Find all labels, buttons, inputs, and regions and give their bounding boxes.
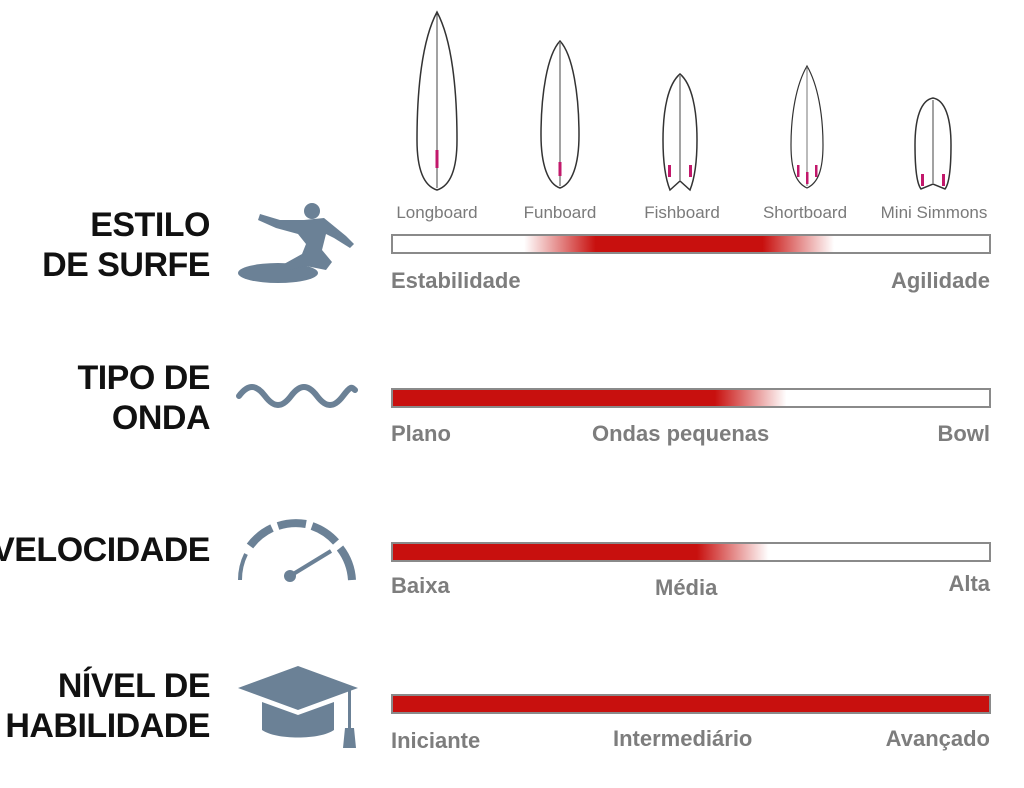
wave-icon [236,384,358,408]
row-title-line1: TIPO DE [77,359,210,397]
surf-style-label-left: Estabilidade [391,268,521,293]
surf-style-bar [391,234,991,254]
wave-type-label-left: Plano [391,421,451,446]
row-title-skill-level: NÍVEL DE HABILIDADE [5,666,210,746]
fishboard-image [662,73,698,192]
row-title-line1: VELOCIDADE [0,531,210,569]
graduation-cap-icon [238,666,358,748]
skill-level-bar-fill [393,696,989,712]
wave-type-label-right: Bowl [937,421,990,446]
board-label-mini-simmons: Mini Simmons [880,203,988,222]
skill-level-label-left: Iniciante [391,728,481,753]
row-title-line2: HABILIDADE [5,707,210,745]
skill-level-bar [391,694,991,714]
row-title-line2: DE SURFE [42,246,210,284]
row-title-line1: NÍVEL DE [57,667,211,705]
longboard-image [416,10,458,191]
skill-level-label-right: Avançado [885,726,990,751]
surf-style-label-right: Agilidade [890,268,990,293]
row-title-line1: ESTILO [90,206,210,244]
row-title-speed: VELOCIDADE [0,530,210,570]
wave-type-bar [391,388,991,408]
surfboards-illustration [416,10,952,192]
funboard-image [540,39,580,189]
row-title-wave-type: TIPO DE ONDA [77,358,210,438]
speed-label-left: Baixa [391,573,450,598]
wave-type-bar-fill [393,390,989,406]
surf-style-bar-fill [393,236,989,252]
row-title-line2: ONDA [111,399,211,437]
row-title-surf-style: ESTILO DE SURFE [42,205,210,285]
speed-bar [391,542,991,562]
mini-simmons-image [914,97,952,190]
board-label-fishboard: Fishboard [644,203,720,222]
shortboard-image [790,64,824,189]
wave-type-label-middle: Ondas pequenas [592,421,770,446]
speed-label-right: Alta [948,571,990,596]
speed-label-middle: Média [655,575,718,600]
board-label-funboard: Funboard [523,203,597,222]
speedometer-icon [237,519,356,582]
speed-bar-fill [393,544,989,560]
surfer-icon [238,203,354,283]
board-label-longboard: Longboard [396,203,478,222]
skill-level-label-middle: Intermediário [613,726,753,751]
board-label-shortboard: Shortboard [762,203,848,222]
